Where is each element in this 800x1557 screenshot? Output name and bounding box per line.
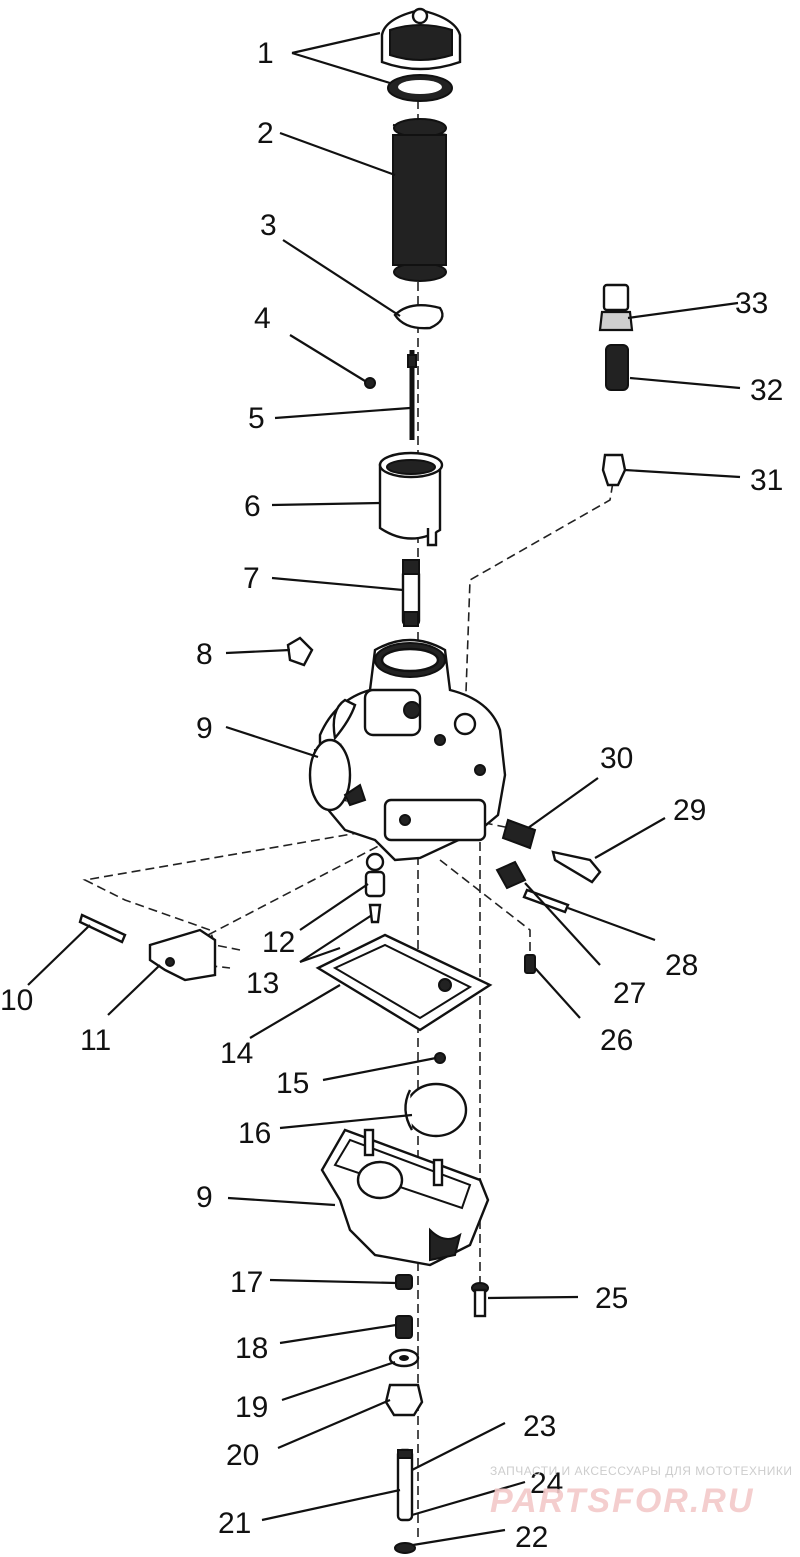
float-bowl: [320, 1128, 490, 1267]
screw: [394, 1542, 416, 1554]
callout-labels: 1 2 3 4 5 6 7 8 9 10 11 12 13 14 15 16 9…: [0, 37, 783, 1554]
watermark-tagline: ЗАПЧАСТИ И АКСЕССУАРЫ ДЛЯ МОТОТЕХНИКИ: [490, 1464, 792, 1478]
callout-16: 16: [238, 1117, 271, 1150]
jet-holder: [395, 1315, 413, 1339]
callout-28: 28: [665, 949, 698, 982]
main-jet: [395, 1274, 413, 1290]
e-clip: [364, 377, 376, 389]
callout-14: 14: [220, 1037, 253, 1070]
callout-15: 15: [276, 1067, 309, 1100]
check-ball: [434, 1052, 446, 1064]
float-arm: [148, 928, 217, 982]
callout-11: 11: [80, 1024, 111, 1057]
callout-4: 4: [254, 302, 271, 335]
drain-plug: [384, 1383, 424, 1417]
callout-31: 31: [750, 464, 783, 497]
callout-19: 19: [235, 1391, 268, 1424]
needle-jet: [401, 559, 421, 627]
callout-13: 13: [246, 967, 279, 1000]
pilot-jet: [396, 1448, 414, 1522]
callout-9-body: 9: [196, 712, 213, 745]
leader-lines: [27, 31, 741, 1547]
starter-spring: [605, 344, 629, 391]
callout-24: 24: [530, 1467, 563, 1500]
callout-22: 22: [515, 1521, 548, 1554]
callout-25: 25: [595, 1282, 628, 1315]
float: [404, 1082, 468, 1138]
carb-cap: [380, 7, 462, 71]
watermark: ЗАПЧАСТИ И АКСЕССУАРЫ ДЛЯ МОТОТЕХНИКИ PA…: [490, 1464, 792, 1520]
starter-plunger: [598, 283, 634, 332]
starter-fitting: [601, 453, 627, 487]
plug: [286, 636, 314, 667]
needle-valve: [364, 852, 386, 924]
callout-27: 27: [613, 977, 646, 1010]
callout-26: 26: [600, 1024, 633, 1057]
carburetor-body: [308, 638, 507, 862]
callout-30: 30: [600, 742, 633, 775]
throttle-valve: [378, 451, 444, 547]
parts: [78, 7, 634, 1554]
callout-20: 20: [226, 1439, 259, 1472]
callout-10: 10: [0, 984, 33, 1017]
callout-18: 18: [235, 1332, 268, 1365]
callout-2: 2: [257, 117, 274, 150]
callout-33: 33: [735, 287, 768, 320]
needle-retainer: [393, 304, 444, 330]
callout-32: 32: [750, 374, 783, 407]
air-screw: [522, 888, 570, 914]
callout-8: 8: [196, 638, 213, 671]
throttle-spring: [390, 118, 447, 282]
callout-29: 29: [673, 794, 706, 827]
float-pin: [78, 913, 127, 944]
jet-needle: [407, 350, 417, 440]
callout-21: 21: [218, 1507, 251, 1540]
callout-12: 12: [262, 926, 295, 959]
callout-23: 23: [523, 1410, 556, 1443]
float-bowl-gasket: [315, 933, 493, 1032]
callout-6: 6: [244, 490, 261, 523]
bowl-screw: [471, 1282, 489, 1318]
throttle-stop-screw: [551, 850, 602, 884]
callout-1: 1: [257, 37, 274, 70]
stop-screw-spring: [501, 818, 537, 850]
watermark-brand: PARTSFOR.RU: [490, 1482, 754, 1520]
idle-spring: [495, 860, 527, 890]
callout-7: 7: [243, 562, 260, 595]
drain-bolt: [524, 954, 536, 974]
callout-17: 17: [230, 1266, 263, 1299]
callout-3: 3: [260, 209, 277, 242]
callout-9-bowl: 9: [196, 1181, 213, 1214]
callout-5: 5: [248, 402, 265, 435]
